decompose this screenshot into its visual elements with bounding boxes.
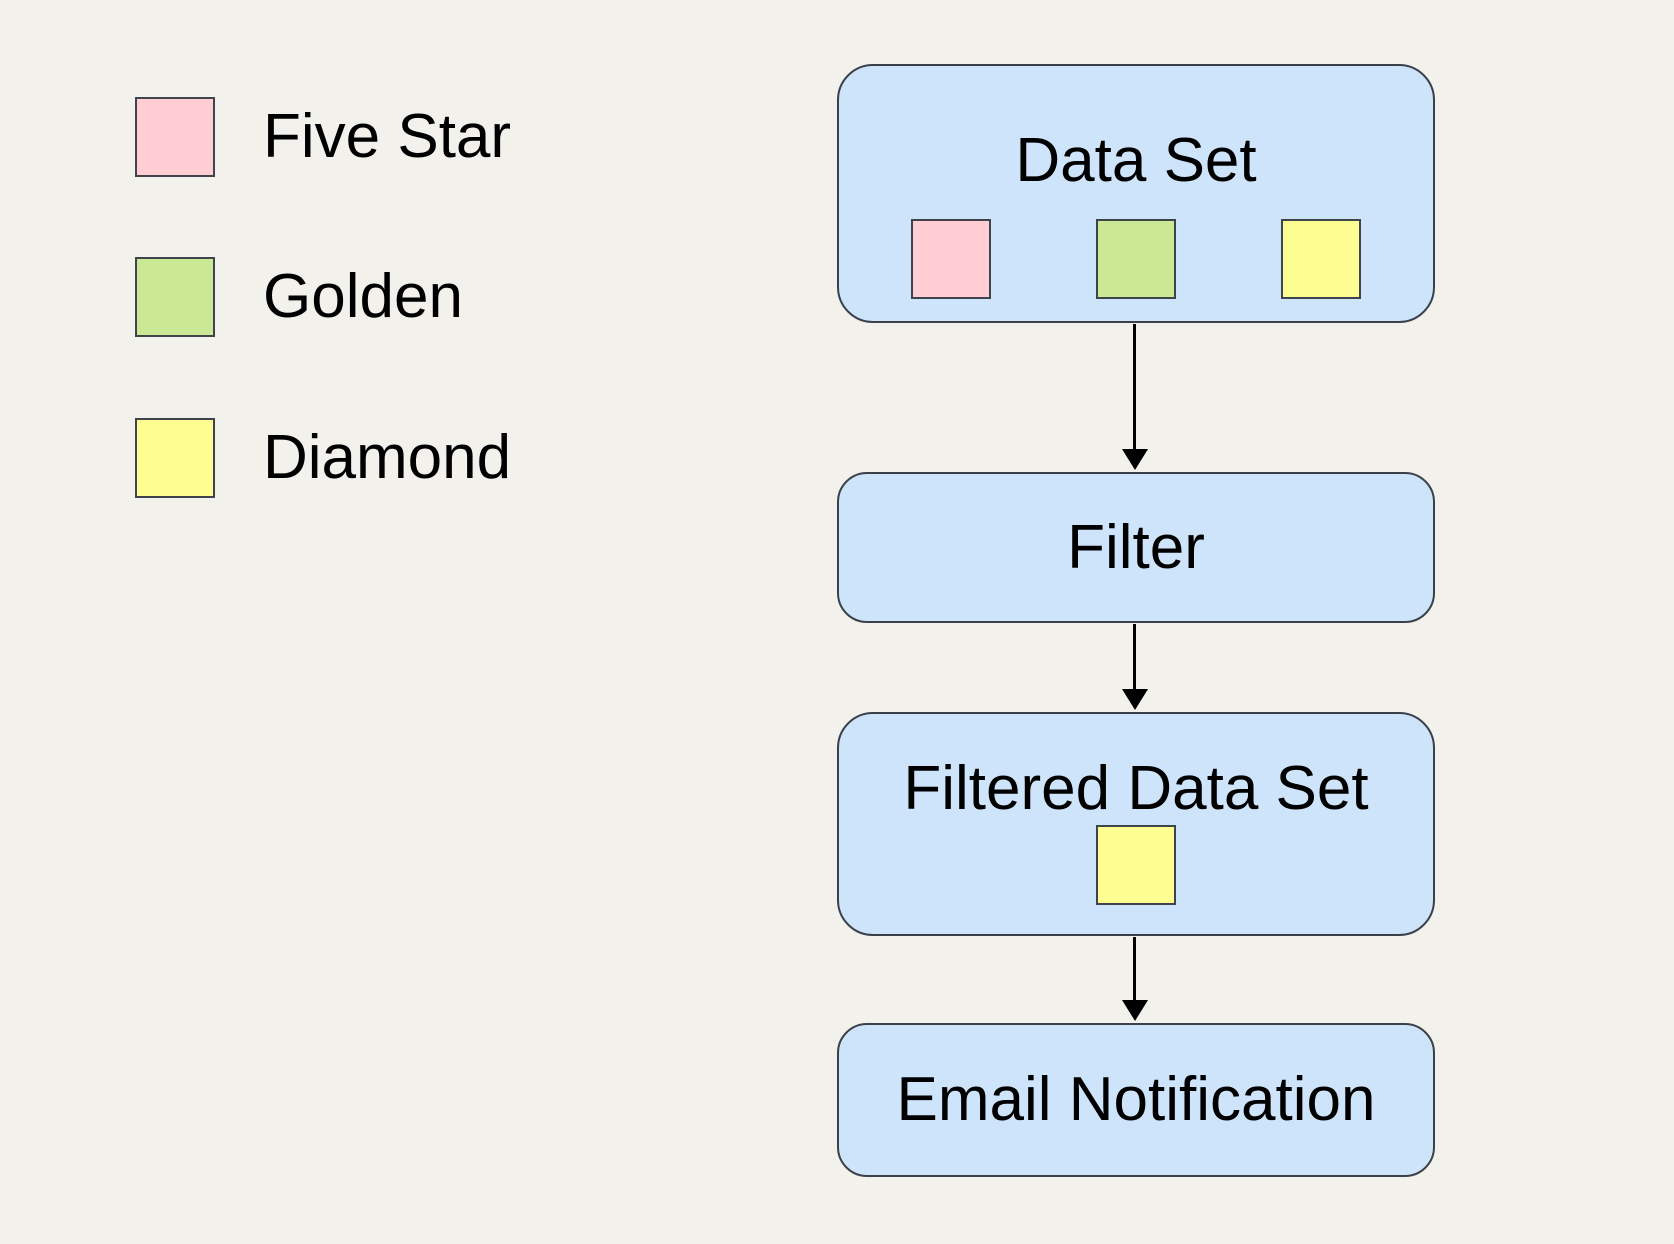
legend-item-five-star: Five Star xyxy=(135,97,511,177)
swatch-diamond-filtered xyxy=(1096,825,1176,905)
node-data-set-label: Data Set xyxy=(1015,126,1257,195)
arrow-data-set-to-filter-line xyxy=(1133,324,1136,451)
node-data-set-swatch-row xyxy=(839,219,1433,299)
node-email-notification-label: Email Notification xyxy=(896,1065,1376,1134)
arrow-filtered-to-email-line xyxy=(1133,937,1136,1002)
swatch-golden xyxy=(1096,219,1176,299)
arrow-data-set-to-filter-head xyxy=(1122,449,1148,470)
arrow-filter-to-filtered-line xyxy=(1133,624,1136,691)
legend-item-diamond: Diamond xyxy=(135,418,511,498)
arrow-filtered-to-email-head xyxy=(1122,1000,1148,1021)
node-filter: Filter xyxy=(837,472,1435,623)
node-filtered-data-set-label: Filtered Data Set xyxy=(903,754,1369,823)
five-star-color-swatch xyxy=(135,97,215,177)
legend-label-golden: Golden xyxy=(263,262,463,331)
node-filtered-data-set: Filtered Data Set xyxy=(837,712,1435,936)
node-data-set: Data Set xyxy=(837,64,1435,323)
swatch-five-star xyxy=(911,219,991,299)
legend-item-golden: Golden xyxy=(135,257,463,337)
arrow-filter-to-filtered-head xyxy=(1122,689,1148,710)
node-email-notification: Email Notification xyxy=(837,1023,1435,1177)
diamond-color-swatch xyxy=(135,418,215,498)
legend-label-five-star: Five Star xyxy=(263,102,512,171)
node-filter-label: Filter xyxy=(1067,512,1205,582)
legend-label-diamond: Diamond xyxy=(263,423,512,492)
swatch-diamond xyxy=(1281,219,1361,299)
golden-color-swatch xyxy=(135,257,215,337)
node-filtered-data-set-swatch-row xyxy=(839,825,1433,905)
